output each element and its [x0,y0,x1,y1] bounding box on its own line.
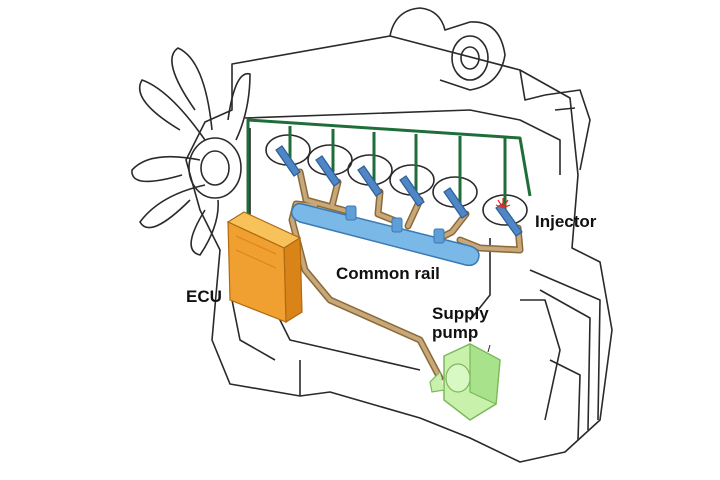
injector-4 [399,175,425,207]
ecu-wiring [246,118,532,222]
injector-2 [315,155,341,187]
ecu-box [226,211,303,324]
supply-pump [429,343,501,421]
label-common-rail: Common rail [336,264,440,283]
label-supply-pump: Supply pump [432,304,489,342]
injector-6 [495,203,523,237]
injector-5 [443,187,469,219]
common-rail [290,202,480,267]
label-injector: Injector [535,212,597,231]
injectors [275,145,523,237]
injector-spray-icon [495,198,511,209]
leader-lines [487,344,491,353]
label-ecu: ECU [186,287,222,306]
label-supply-pump-line1: Supply [432,304,489,323]
injector-1 [275,145,301,177]
injector-3 [357,165,383,197]
label-supply-pump-line2: pump [432,323,479,342]
